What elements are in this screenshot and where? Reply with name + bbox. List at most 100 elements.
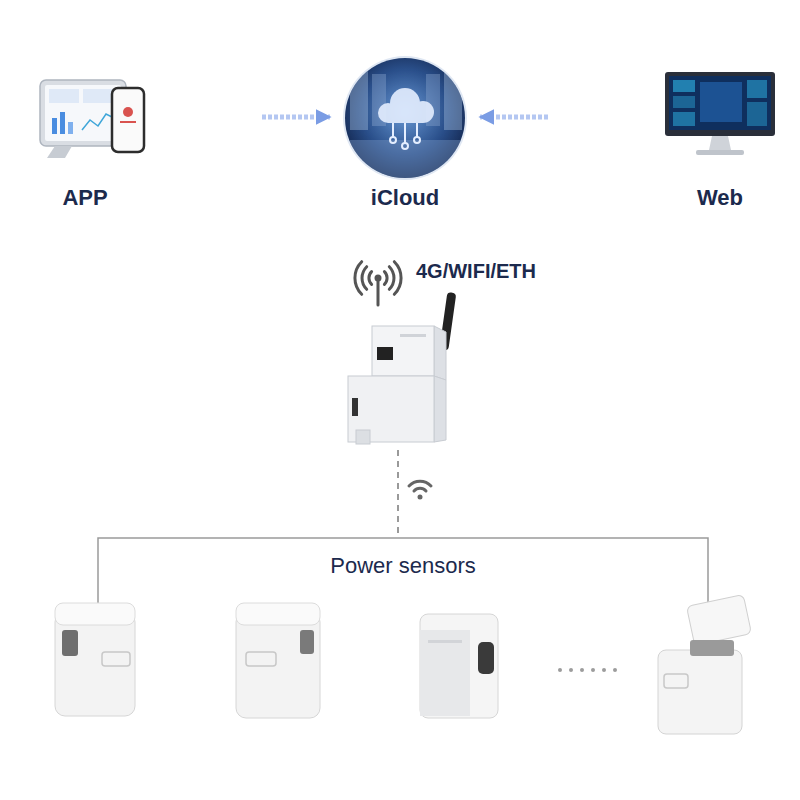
gateway-device [356,430,370,444]
tablet-phone-icon [120,121,136,123]
tablet-phone-icon [112,88,144,152]
cloud-icon [390,123,420,149]
tablet-phone-icon [49,89,79,103]
gateway-device [377,347,393,360]
power-sensor [236,612,320,718]
wifi-icon [409,481,431,499]
power-sensor-open [664,674,688,688]
gateway-device [400,334,426,337]
monitor-icon [696,150,744,155]
monitor-icon [747,80,767,98]
cloud-icon [350,70,462,180]
power-sensor [55,603,135,716]
ellipsis-dots [580,668,584,672]
cloud-icon [350,140,462,180]
cloud-icon [378,88,434,123]
antenna-signal-icon [389,267,394,290]
tablet-phone-icon [82,114,114,130]
wifi-icon [414,488,426,491]
node-label: Web [697,185,743,211]
antenna-signal-icon [362,267,367,290]
node-label: iCloud [371,185,439,211]
monitor-icon [665,72,775,136]
cloud-icon [416,123,418,137]
wifi-icon [418,495,423,500]
power-sensor [62,630,78,656]
monitor-icon [673,112,695,126]
flow-arrow [480,115,548,120]
power-sensor [102,652,130,666]
ellipsis-dots [558,668,562,672]
tablet-phone-icon [68,122,73,134]
tablet-phone-icon [123,107,133,117]
power-sensor [236,603,320,625]
monitor-icon [673,96,695,108]
wireless-link [397,450,399,538]
cloud-icon [414,137,420,143]
web-node: Web [548,60,790,220]
power-sensor [300,630,314,654]
cloud-node: iCloud [330,55,480,220]
tablet-phone-icon [40,80,144,158]
monitor-icon [673,80,695,92]
gateway-device [434,376,446,442]
power-sensor [236,603,320,718]
antenna-signal-icon [384,272,387,285]
node-label: APP [62,185,107,211]
antenna-signal-icon [355,262,401,305]
gateway-device [372,326,434,376]
monitor-icon [669,76,771,130]
power-sensor-open [658,650,742,734]
antenna-signal-icon [377,281,380,305]
cloud-icon [343,56,467,180]
power-sensor [55,612,135,716]
antenna-signal-icon [355,262,362,295]
monitor-icon [665,72,775,155]
ellipsis-dots [591,668,595,672]
power-sensor-open [690,640,734,656]
ellipsis-dots [613,668,617,672]
power-sensor [246,652,276,666]
flow-arrow [262,115,330,120]
tablet-phone-icon [52,118,57,134]
cloud-icon [402,143,408,149]
tablet-phone-icon [47,146,72,158]
gateway-device [352,398,358,416]
node-label: Power sensors [330,553,476,579]
node-label: 4G/WIFI/ETH [416,258,536,284]
bracket-line [98,538,708,605]
bracket-line [98,538,708,605]
antenna-signal-icon [369,272,372,285]
tablet-phone-icon [60,112,65,134]
antenna-signal-icon [394,262,401,295]
gateway-device [434,326,446,380]
monitor-icon [700,82,742,122]
cloud-icon [350,70,368,130]
monitor-icon [747,102,767,126]
power-sensor [420,614,498,718]
power-sensor [478,642,494,674]
cloud-icon [444,70,462,130]
power-sensor-open [686,594,751,645]
cloud-icon [343,56,467,180]
cloud-icon [392,123,394,137]
ellipsis-dots [569,668,573,672]
cloud-icon [390,137,396,143]
app-node: APP [20,60,262,220]
cloud-icon [388,107,423,123]
power-sensor-open [658,594,752,734]
ellipsis-dots [602,668,606,672]
tablet-phone-icon [45,85,121,141]
gateway-device [348,292,456,444]
antenna-signal-icon [375,275,382,282]
power-sensor [428,640,462,643]
wifi-icon [409,481,431,486]
power-sensor [420,630,470,716]
gateway-node: 4G/WIFI/ETH [340,255,585,450]
monitor-icon [709,136,731,150]
power-sensor [55,603,135,625]
cloud-icon [404,123,406,143]
